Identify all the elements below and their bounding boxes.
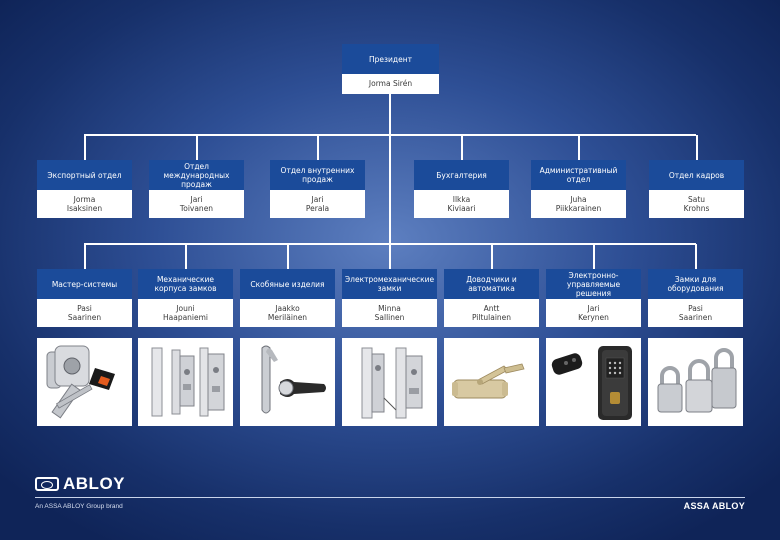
abloy-logo: ABLOY	[35, 474, 125, 494]
department-head-name: Jorma Isaksinen	[37, 190, 132, 218]
product-group-title: Скобяные изделия	[240, 269, 335, 299]
electronic-lock-icon	[546, 338, 641, 426]
president-box: Президент Jorma Sirén	[342, 44, 439, 94]
connector-drop	[184, 244, 187, 269]
department-head-name: Satu Krohns	[649, 190, 744, 218]
connector-drop	[694, 244, 697, 269]
department-title: Административный отдел	[531, 160, 626, 190]
product-group-title: Доводчики и автоматика	[444, 269, 539, 299]
product-group-head-name: Jari Kerynen	[546, 299, 641, 327]
department-box-hr: Отдел кадров Satu Krohns	[649, 160, 744, 218]
product-group-title: Электронно-управляемые решения	[546, 269, 641, 299]
connector-drop	[316, 135, 319, 160]
key-cylinder-icon	[37, 338, 132, 426]
abloy-logo-icon	[35, 477, 59, 491]
product-group-title: Механические корпуса замков	[138, 269, 233, 299]
connector-drop	[460, 135, 463, 160]
product-group-box-master-systems: Мастер-системы Pasi Saarinen	[37, 269, 132, 327]
connector-drop	[592, 244, 595, 269]
connector-drop	[388, 244, 391, 269]
product-group-head-name: Jouni Haapaniemi	[138, 299, 233, 327]
department-box-export: Экспортный отдел Jorma Isaksinen	[37, 160, 132, 218]
product-group-title: Электромеханические замки	[342, 269, 437, 299]
connector-drop	[695, 135, 698, 160]
connector-drop	[286, 244, 289, 269]
product-group-box-mechanical-lock-bodies: Механические корпуса замков Jouni Haapan…	[138, 269, 233, 327]
connector-drop	[490, 244, 493, 269]
door-closer-icon	[444, 338, 539, 426]
department-title: Бухгалтерия	[414, 160, 509, 190]
connector-row1-bus	[84, 134, 696, 136]
product-group-box-electromechanical-locks: Электромеханические замки Minna Sallinen	[342, 269, 437, 327]
lock-body-icon	[138, 338, 233, 426]
product-group-box-hardware: Скобяные изделия Jaakko Meriläinen	[240, 269, 335, 327]
connector-drop	[83, 244, 86, 269]
department-title: Отдел внутренних продаж	[270, 160, 365, 190]
department-head-name: Jari Toivanen	[149, 190, 244, 218]
product-group-box-door-closers: Доводчики и автоматика Antt Piltulainen	[444, 269, 539, 327]
department-box-administration: Административный отдел Juha Piikkarainen	[531, 160, 626, 218]
connector-drop	[577, 135, 580, 160]
product-group-head-name: Jaakko Meriläinen	[240, 299, 335, 327]
padlock-icon	[648, 338, 743, 426]
president-name: Jorma Sirén	[342, 74, 439, 94]
footer-tagline: An ASSA ABLOY Group brand	[35, 503, 123, 510]
door-handle-icon	[240, 338, 335, 426]
product-group-head-name: Pasi Saarinen	[37, 299, 132, 327]
product-group-box-electronic-solutions: Электронно-управляемые решения Jari Kery…	[546, 269, 641, 327]
connector-drop	[83, 135, 86, 160]
department-title: Отдел кадров	[649, 160, 744, 190]
product-group-head-name: Antt Piltulainen	[444, 299, 539, 327]
product-group-head-name: Minna Sallinen	[342, 299, 437, 327]
product-group-title: Замки для оборудования	[648, 269, 743, 299]
department-box-international-sales: Отдел международных продаж Jari Toivanen	[149, 160, 244, 218]
department-head-name: Ilkka Kiviaari	[414, 190, 509, 218]
product-group-head-name: Pasi Saarinen	[648, 299, 743, 327]
department-title: Отдел международных продаж	[149, 160, 244, 190]
connector-drop	[195, 135, 198, 160]
department-title: Экспортный отдел	[37, 160, 132, 190]
department-box-domestic-sales: Отдел внутренних продаж Jari Perala	[270, 160, 365, 218]
connector-president	[389, 94, 391, 134]
product-group-title: Мастер-системы	[37, 269, 132, 299]
department-head-name: Jari Perala	[270, 190, 365, 218]
assa-abloy-brand: ASSA ABLOY	[683, 501, 745, 511]
abloy-logo-text: ABLOY	[63, 474, 125, 493]
footer-divider	[35, 497, 745, 498]
department-box-accounting: Бухгалтерия Ilkka Kiviaari	[414, 160, 509, 218]
department-head-name: Juha Piikkarainen	[531, 190, 626, 218]
connector-trunk	[389, 136, 391, 244]
product-group-box-equipment-locks: Замки для оборудования Pasi Saarinen	[648, 269, 743, 327]
president-title: Президент	[342, 44, 439, 74]
electromechanical-lock-icon	[342, 338, 437, 426]
